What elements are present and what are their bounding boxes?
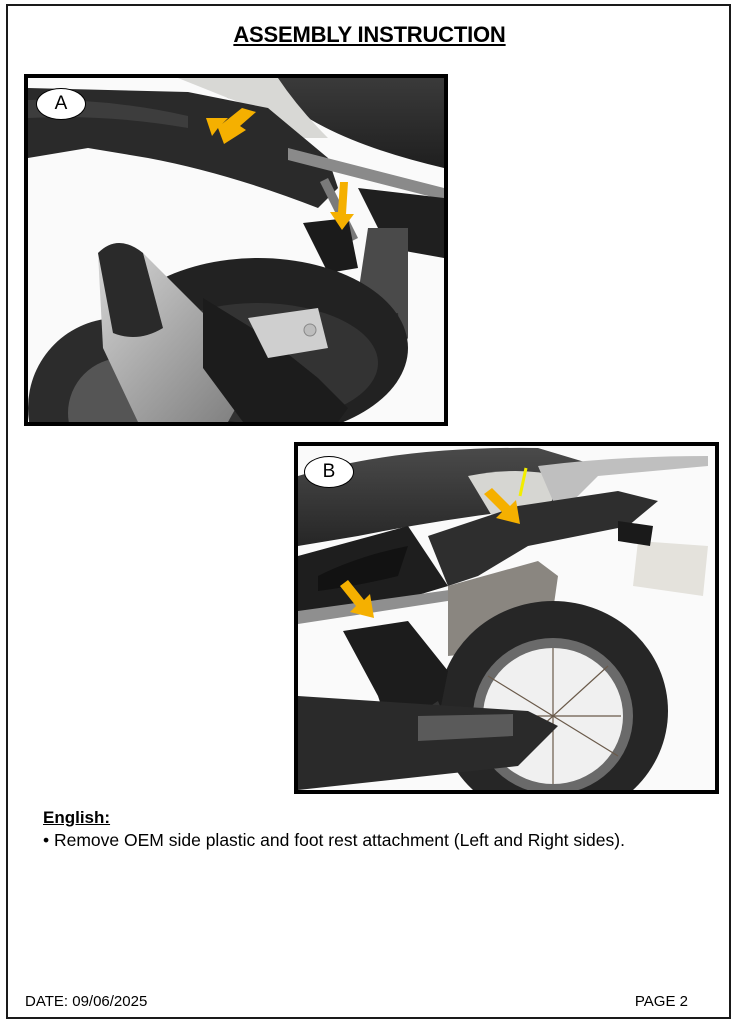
arrow-side-plastic — [484, 488, 520, 524]
page-border — [6, 4, 731, 1019]
figure-label: A — [54, 93, 68, 114]
document-date: DATE: 09/06/2025 — [25, 993, 148, 1010]
language-heading: English: — [43, 808, 111, 827]
page-title: ASSEMBLY INSTRUCTION — [233, 22, 506, 47]
arrow-foot-rest — [330, 182, 354, 230]
highlight-stroke — [518, 467, 528, 497]
arrow-side-plastic — [206, 108, 256, 144]
figure-b-photo: B — [294, 442, 719, 794]
figure-label: B — [322, 461, 336, 482]
motorcycle-right-rear-illustration — [298, 446, 715, 790]
figure-a-photo: A — [24, 74, 448, 426]
instruction-step: • Remove OEM side plastic and foot rest … — [43, 830, 625, 850]
arrow-foot-rest — [340, 580, 374, 618]
figure-label-badge: A — [36, 88, 86, 120]
page-number: PAGE 2 — [634, 993, 688, 1010]
motorcycle-left-rear-illustration — [28, 78, 444, 422]
figure-label-badge: B — [304, 456, 354, 488]
